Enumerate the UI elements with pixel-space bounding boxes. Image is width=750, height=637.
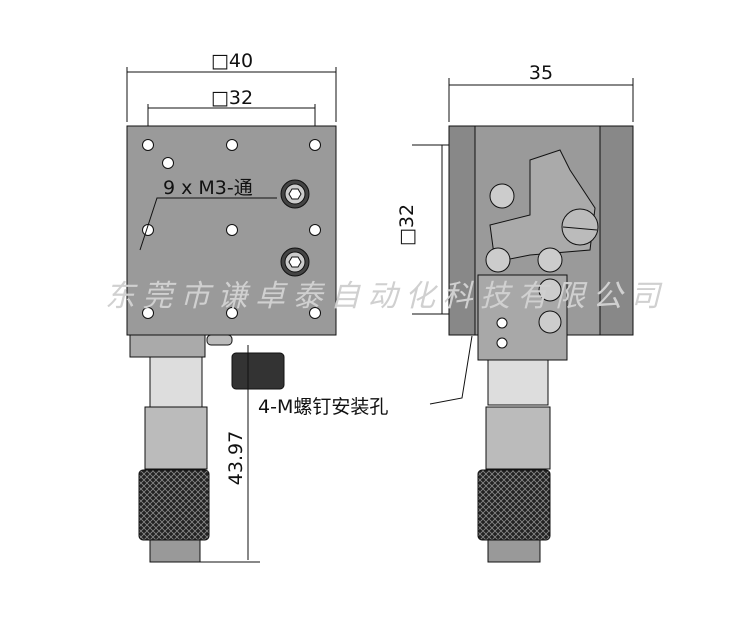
dim-label-32-side: □32 [396, 204, 418, 246]
dim-label-height: 43.97 [225, 431, 247, 485]
slotted-screw-icon [561, 208, 599, 246]
knurled-knob [138, 469, 210, 541]
mount-holes-callout: 4-M螺钉安装孔 [258, 396, 388, 418]
dim-label-40: □40 [211, 50, 253, 72]
through-holes-callout: 9 x M3-通 [163, 177, 253, 199]
cap-screw-icon [280, 179, 310, 209]
cap-screw-icon [485, 247, 511, 273]
dim-label-32: □32 [211, 87, 253, 109]
through-holes [142, 139, 321, 319]
cap-screw-icon [538, 310, 562, 334]
cap-screw-icon [537, 247, 563, 273]
cap-screw-icon [538, 278, 562, 302]
watermark: 东莞市谦卓泰自动化科技有限公司 [105, 279, 663, 314]
callout-leader [429, 335, 473, 405]
dim-label-35: 35 [529, 62, 553, 84]
micrometer-thimble [144, 406, 208, 470]
cap-screw-icon [489, 183, 515, 209]
cap-screw-icon [280, 247, 310, 277]
side-knob [231, 352, 285, 390]
micrometer-sleeve [149, 356, 203, 408]
side-view [412, 78, 634, 563]
knurled-knob [477, 469, 551, 541]
front-view [126, 67, 337, 563]
callout-leader [139, 197, 277, 251]
